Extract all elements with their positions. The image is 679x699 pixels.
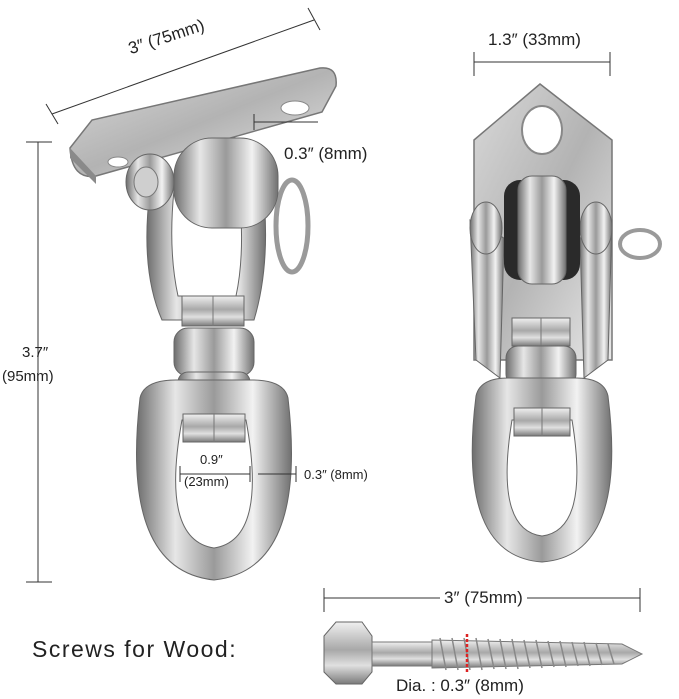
right-hanger: [469, 83, 662, 563]
wood-screw: [323, 621, 644, 685]
height-mm-label: (95mm): [2, 368, 54, 385]
screw-length-label: 3″ (75mm): [440, 588, 527, 608]
left-hanger: [69, 67, 337, 581]
screws-caption: Screws for Wood:: [32, 636, 238, 662]
ring-thickness-label: 0.3″ (8mm): [304, 467, 368, 482]
ring-inner-inch-label: 0.9″: [200, 452, 223, 467]
height-inch-label: 3.7″: [22, 344, 49, 361]
plate-width-label: 1.3″ (33mm): [488, 30, 581, 49]
plate-thickness-label: 0.3″ (8mm): [284, 144, 368, 163]
ring-inner-mm-label: (23mm): [184, 474, 229, 489]
screw-diameter-label: Dia. : 0.3″ (8mm): [396, 676, 524, 695]
